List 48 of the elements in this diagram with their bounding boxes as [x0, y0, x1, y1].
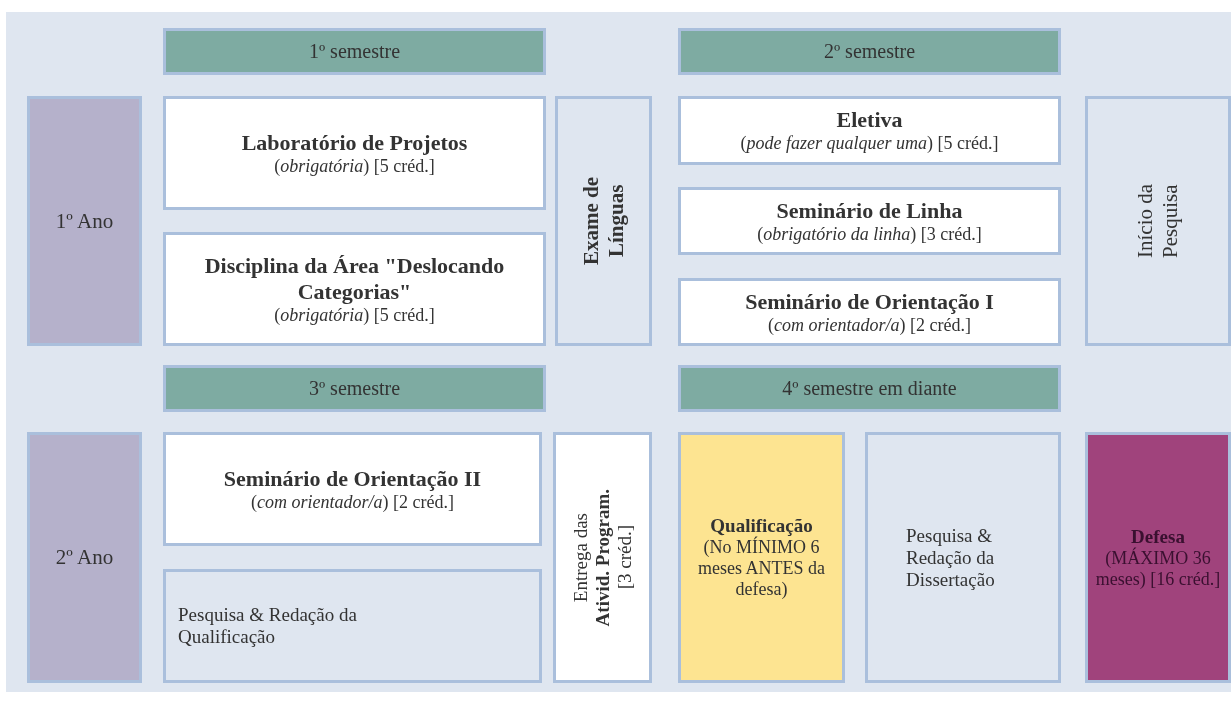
semester-title: 1º semestre [308, 40, 401, 63]
box-title: Eletiva [836, 107, 903, 133]
box-title: Defesa [1131, 525, 1185, 547]
semester-header [678, 28, 1061, 75]
year-box [27, 96, 142, 346]
semester-header [678, 365, 1061, 412]
box-title: Qualificação [710, 515, 813, 537]
year-label: 2º Ano [55, 545, 114, 570]
box-note: (obrigatória) [5 créd.] [274, 304, 435, 326]
year-label: 1º Ano [55, 208, 114, 234]
box-title: Laboratório de Projetos [241, 129, 468, 156]
box-title: Pesquisa & Redação da Qualificação [178, 604, 358, 648]
box-note: (MÁXIMO 36 meses) [16 créd.] [1094, 547, 1222, 590]
course-box [678, 187, 1061, 255]
research-box [163, 569, 542, 683]
box-title: Pesquisa & Redação da Dissertação [906, 524, 995, 591]
box-title: Início da Pesquisa [1133, 182, 1183, 261]
box-note: Ativid. Program. [591, 488, 614, 627]
qualification-box [678, 432, 845, 683]
box-note: (pode fazer qualquer uma) [5 créd.] [740, 133, 999, 154]
semester-header [163, 28, 546, 75]
delivery-box [553, 432, 652, 683]
box-title: Seminário de Linha [776, 197, 963, 224]
year-box [27, 432, 142, 683]
course-box [163, 432, 542, 546]
course-box [678, 278, 1061, 346]
box-title: Entrega das [569, 512, 592, 603]
box-note: (No MÍNIMO 6 meses ANTES da defesa) [697, 537, 826, 600]
box-note: (com orientador/a) [2 créd.] [251, 491, 454, 513]
box-title: Exame de Línguas [578, 175, 629, 268]
box-note: (obrigatório da linha) [3 créd.] [757, 223, 982, 245]
semester-title: 4º semestre em diante [782, 377, 957, 400]
course-box [163, 96, 546, 210]
box-note: [3 créd.] [613, 525, 636, 590]
research-box [865, 432, 1061, 683]
milestone-box [1085, 96, 1231, 346]
course-box [163, 232, 546, 346]
box-note: (com orientador/a) [2 créd.] [768, 314, 971, 336]
exam-box [555, 96, 652, 346]
semester-header [163, 365, 546, 412]
semester-title: 3º semestre [308, 377, 401, 400]
semester-title: 2º semestre [823, 40, 916, 63]
box-title: Disciplina da Área "Deslocando Categorias" [204, 252, 505, 305]
defense-box [1085, 432, 1231, 683]
box-title: Seminário de Orientação I [745, 288, 994, 315]
course-box [678, 96, 1061, 165]
box-note: (obrigatória) [5 créd.] [274, 155, 435, 177]
box-title: Seminário de Orientação II [223, 465, 482, 492]
